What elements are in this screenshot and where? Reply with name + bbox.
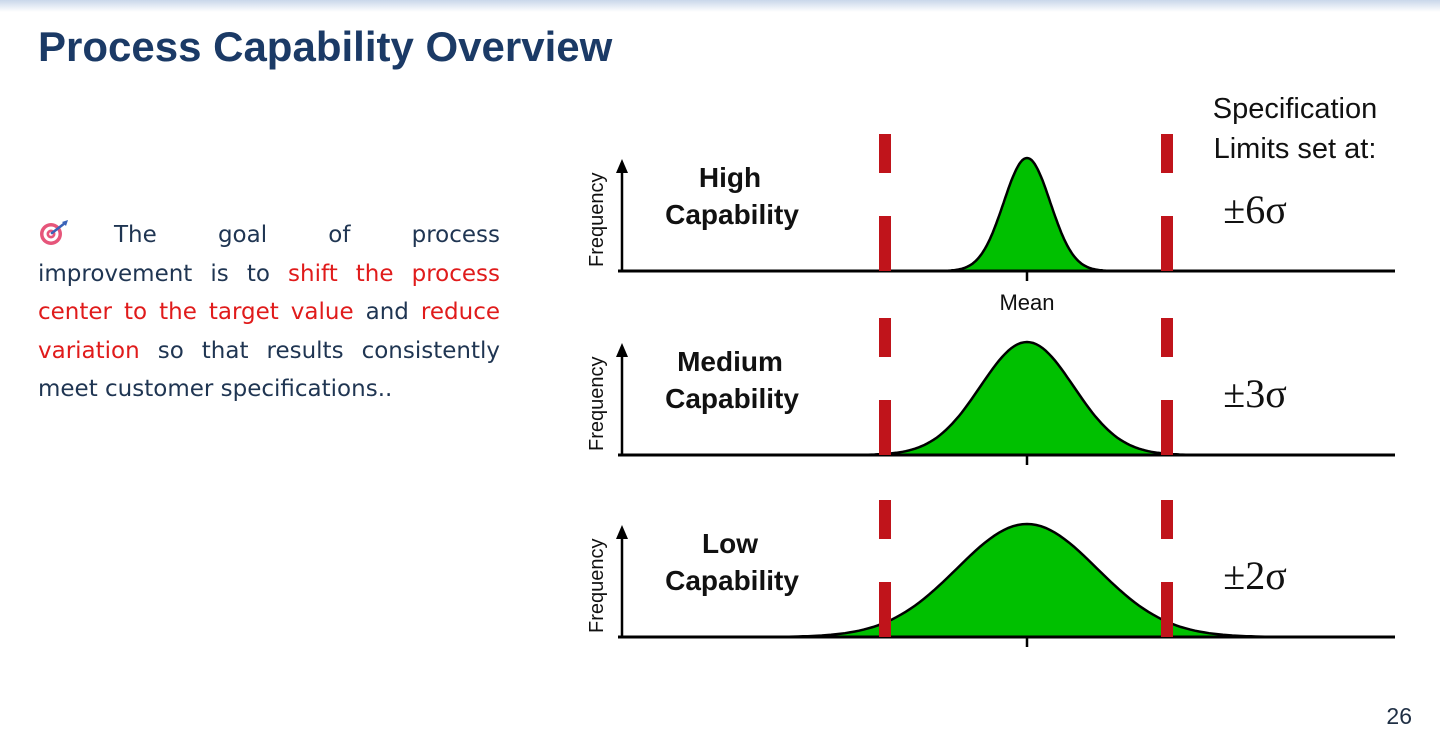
y-axis-arrow-icon [616,159,628,173]
sigma-limit-label: ±2σ [1223,553,1287,598]
lower-spec-limit [879,400,891,455]
capability-label-line2: Capability [665,565,799,596]
header-band [0,0,1440,12]
mean-label: Mean [999,290,1054,315]
spec-limits-header-line1: Specification [1213,93,1377,125]
capability-label-line1: High [699,162,761,193]
sigma-limit-label: ±3σ [1223,371,1287,416]
lower-spec-limit [879,216,891,271]
page-number: 26 [1386,703,1412,729]
highlighted-phrase: shift the process center to the target v… [38,260,500,326]
lower-spec-limit [879,134,891,173]
y-axis-label: Frequency [586,173,608,268]
lower-spec-limit [879,500,891,539]
upper-spec-limit [1161,318,1173,357]
capability-label-line1: Medium [677,346,783,377]
capability-label-line2: Capability [665,383,799,414]
y-axis-arrow-icon [616,525,628,539]
y-axis-label: Frequency [586,357,608,452]
distribution-curve [747,522,1307,639]
capability-diagram: Specification Limits set at: Frequency Hi… [586,93,1395,647]
distribution-curve [933,156,1121,273]
body-phrase: The goal of process improvement is to [38,222,500,287]
target-icon [40,220,68,245]
sigma-limit-label: ±6σ [1223,187,1287,232]
lower-spec-limit [879,318,891,357]
upper-spec-limit [1161,400,1173,455]
body-phrase: so that results consistently meet custom… [38,337,500,403]
y-axis-arrow-icon [616,343,628,357]
upper-spec-limit [1161,216,1173,271]
distribution-curve [840,340,1214,457]
highlighted-phrase: reduce variation [38,299,500,364]
upper-spec-limit [1161,582,1173,637]
lower-spec-limit [879,582,891,637]
body-paragraph: The goal of process improvement is to sh… [38,216,500,409]
capability-label-line2: Capability [665,199,799,230]
upper-spec-limit [1161,134,1173,173]
upper-spec-limit [1161,500,1173,539]
body-phrase: and [353,299,421,325]
page-title: Process Capability Overview [38,23,613,70]
y-axis-label: Frequency [586,539,608,634]
capability-label-line1: Low [702,528,758,559]
body-text: The goal of process improvement is to sh… [38,222,500,402]
spec-limits-header-line2: Limits set at: [1214,133,1377,165]
